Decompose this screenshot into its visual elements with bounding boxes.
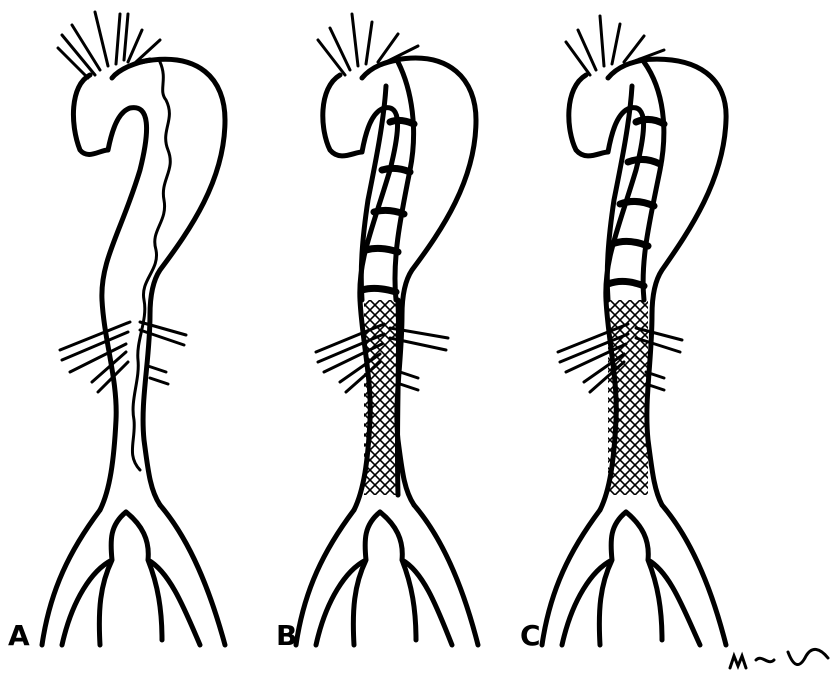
- iliac-bifurcation: [542, 505, 726, 645]
- arch-branch-vessels: [318, 14, 418, 75]
- stent-graft: [607, 62, 664, 300]
- panel-c-aorta: [542, 16, 726, 645]
- stent-graft-rings: [362, 120, 414, 292]
- panel-label-a: A: [8, 622, 30, 650]
- panel-b-aorta: [296, 14, 478, 645]
- aortic-arch-outline: [569, 59, 726, 315]
- diaphragm-lines: [60, 322, 186, 392]
- panel-a-aorta: [42, 12, 225, 645]
- iliac-bifurcation: [42, 505, 225, 645]
- artist-signature: [728, 638, 832, 675]
- panel-label-c: C: [520, 622, 541, 650]
- panel-label-b: B: [276, 622, 297, 650]
- arch-branch-vessels: [58, 12, 160, 78]
- aortic-arch-outline: [323, 58, 476, 315]
- iliac-bifurcation: [296, 505, 478, 645]
